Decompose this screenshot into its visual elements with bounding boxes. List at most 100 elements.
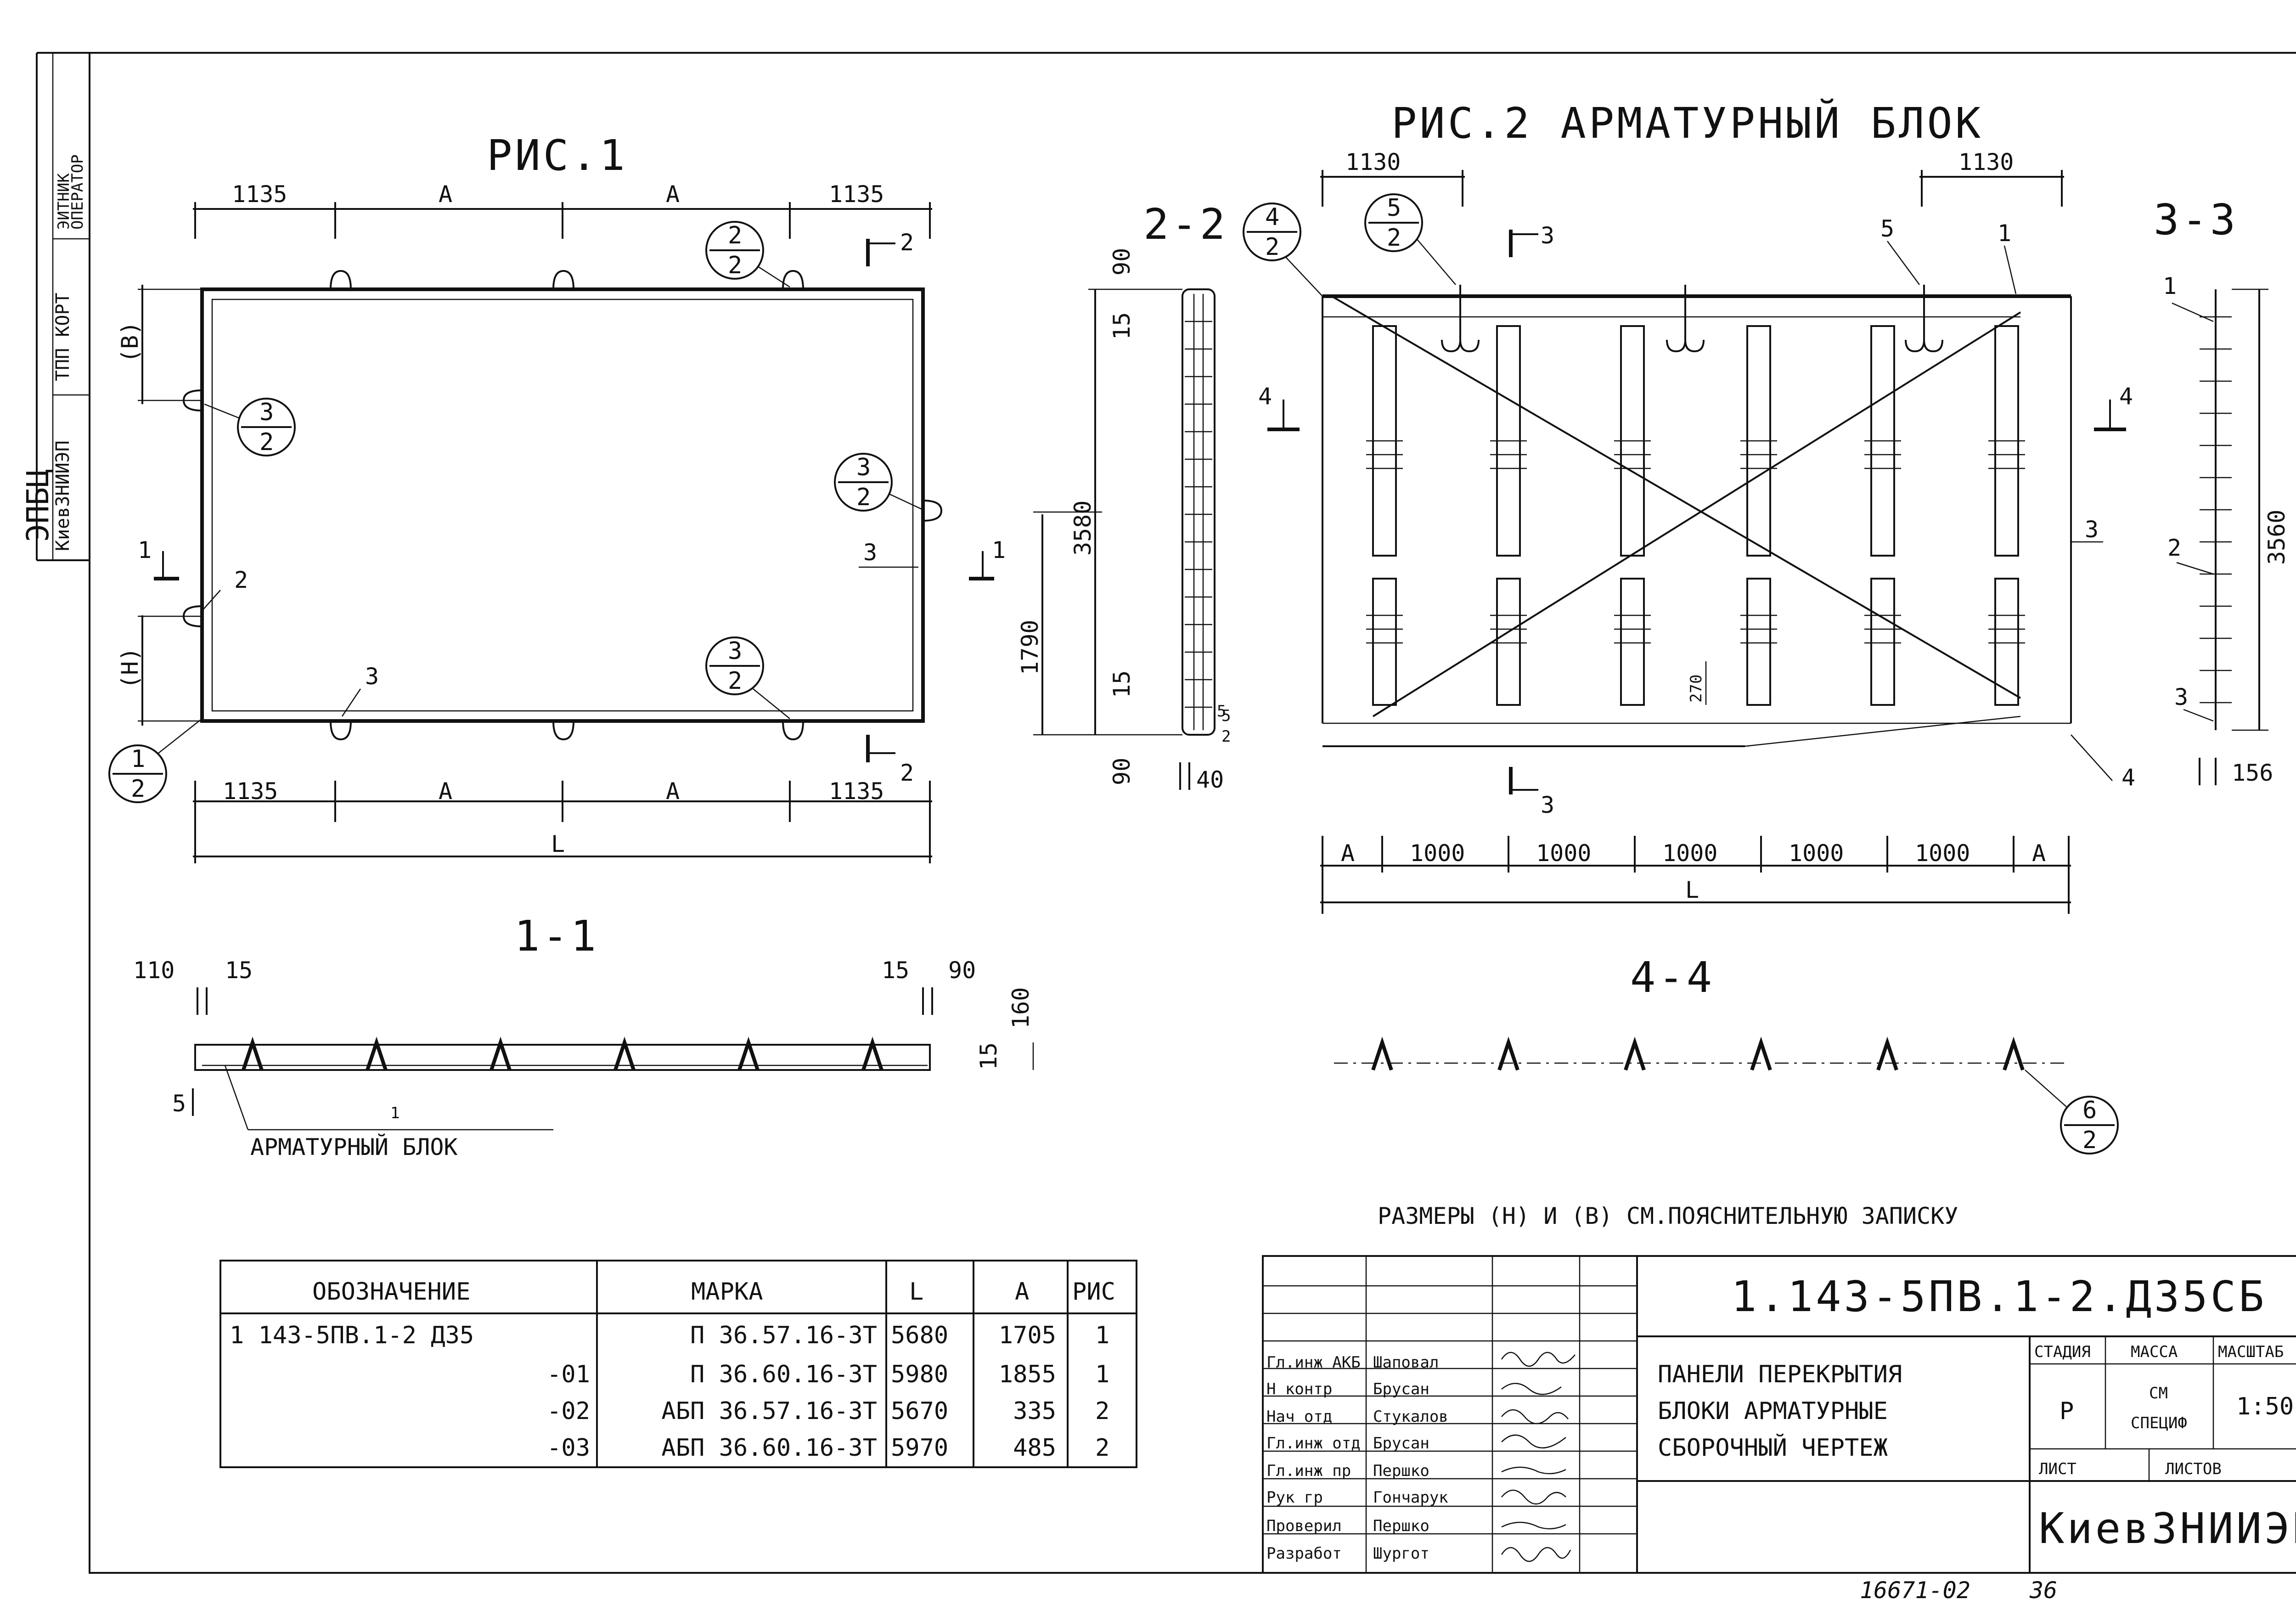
svg-text:1000: 1000 [1915, 840, 1970, 867]
svg-text:1000: 1000 [1536, 840, 1591, 867]
svg-text:3: 3 [1541, 222, 1554, 249]
fig1-bubble-3-2c: 32 [705, 636, 790, 719]
fig1-dim-top-3: A [666, 181, 680, 208]
svg-text:3580: 3580 [1069, 501, 1096, 556]
svg-text:2: 2 [1095, 1397, 1109, 1425]
spec-table: ОБОЗНАЧЕНИЕ МАРКА L A РИС 1 143-5ПВ.1-2 … [219, 1260, 1137, 1468]
footer-page: 36 [2029, 1577, 2057, 1604]
svg-text:Гл.инж пр: Гл.инж пр [1266, 1462, 1351, 1480]
svg-text:1: 1 [131, 745, 145, 773]
fig1-dim-top-4: 1135 [829, 181, 884, 208]
fig2-label-3: 3 [2085, 516, 2099, 543]
svg-text:3: 3 [1541, 792, 1554, 818]
svg-text:5970: 5970 [891, 1434, 948, 1462]
svg-text:2: 2 [1095, 1434, 1109, 1462]
svg-text:Рук гр: Рук гр [1266, 1488, 1323, 1507]
svg-text:Брусан: Брусан [1373, 1434, 1429, 1453]
fig2-label-1: 1 [1998, 220, 2011, 247]
svg-text:Н контр: Н контр [1266, 1380, 1332, 1398]
fig1-label-3a: 3 [365, 663, 379, 690]
dimensions-note: РАЗМЕРЫ (H) И (B) СМ.ПОЯСНИТЕЛЬНУЮ ЗАПИС… [1378, 1203, 1958, 1229]
svg-text:160: 160 [1007, 987, 1034, 1029]
svg-text:СПЕЦИФ: СПЕЦИФ [2131, 1414, 2187, 1432]
svg-text:2: 2 [1221, 727, 1231, 746]
svg-text:2: 2 [728, 252, 742, 279]
fig1-left-dimension: (B) (H) [117, 285, 202, 726]
fig1-bubble-2-2: 22 [705, 221, 790, 288]
sec11-dims: 110 15 15 90 160 15 5 1 АРМАТУРНЫЙ БЛОК [133, 957, 1034, 1160]
table-row: -03 АБП 36.60.16-3Т 5970 485 2 [547, 1434, 1109, 1462]
svg-text:МАСШТАБ: МАСШТАБ [2218, 1343, 2284, 1361]
svg-text:A: A [439, 778, 452, 805]
fig1-panel [182, 270, 943, 741]
svg-text:5: 5 [172, 1090, 186, 1117]
signature-6 [1501, 1489, 1566, 1505]
fig1-label-3b: 3 [863, 539, 877, 566]
svg-text:Стукалов: Стукалов [1373, 1408, 1448, 1426]
fig1-bubble-1-2: 12 [108, 718, 203, 803]
sidebar-org: КиевЗНИИЭП [52, 440, 73, 551]
svg-text:5670: 5670 [891, 1397, 948, 1425]
title-block: 1.143-5ПВ.1-2.Д35СБ ПАНЕЛИ ПЕРЕКРЫТИЯ БЛ… [1262, 1255, 2296, 1574]
spec-header-mark: МАРКА [691, 1278, 763, 1306]
svg-text:1 143-5ПВ.1-2 Д35: 1 143-5ПВ.1-2 Д35 [230, 1322, 474, 1349]
org-name: КиевЗНИИЭП [2039, 1504, 2296, 1553]
spec-header-fig: РИС [1072, 1278, 1115, 1306]
sec33-profile: 3560 156 1 2 3 [2163, 273, 2290, 786]
svg-text:СТАДИЯ: СТАДИЯ [2034, 1343, 2091, 1361]
svg-text:-03: -03 [547, 1434, 590, 1462]
svg-text:6: 6 [2082, 1097, 2097, 1124]
svg-text:5980: 5980 [891, 1361, 948, 1388]
svg-text:335: 335 [1013, 1397, 1056, 1425]
stage-value: Р [2060, 1397, 2074, 1425]
svg-text:1000: 1000 [1662, 840, 1717, 867]
svg-text:4: 4 [1265, 203, 1279, 231]
svg-text:1790: 1790 [1017, 620, 1043, 675]
fig2-bubble-4-2: 42 [1243, 203, 1323, 297]
svg-text:2: 2 [2082, 1126, 2097, 1154]
svg-text:Брусан: Брусан [1373, 1380, 1429, 1398]
scale-value: 1:50 [2236, 1393, 2294, 1420]
spec-header-designation: ОБОЗНАЧЕНИЕ [312, 1278, 470, 1306]
fig2-dim-L: L [1685, 877, 1699, 903]
svg-text:1000: 1000 [1410, 840, 1465, 867]
svg-text:Гл.инж АКБ: Гл.инж АКБ [1266, 1353, 1361, 1372]
fig2-top-dimension: 1130 1130 [1320, 149, 2064, 207]
svg-text:-02: -02 [547, 1397, 590, 1425]
svg-text:2: 2 [259, 428, 274, 456]
svg-text:Гончарук: Гончарук [1373, 1488, 1448, 1507]
svg-text:1855: 1855 [999, 1361, 1056, 1388]
svg-text:15: 15 [225, 957, 253, 984]
svg-text:Першко: Першко [1373, 1517, 1429, 1535]
svg-text:3560: 3560 [2263, 510, 2290, 565]
sec33-title: 3-3 [2154, 195, 2238, 244]
fig1-dim-B: (B) [117, 321, 143, 363]
doc-name-1: ПАНЕЛИ ПЕРЕКРЫТИЯ [1658, 1361, 1902, 1388]
sec11-title: 1-1 [514, 912, 599, 961]
svg-text:ЛИСТОВ: ЛИСТОВ [2165, 1460, 2222, 1478]
doc-name-2: БЛОКИ АРМАТУРНЫЕ [1658, 1397, 1888, 1425]
svg-text:2: 2 [1265, 233, 1279, 261]
svg-text:2: 2 [1387, 224, 1401, 252]
fig2-dim-270: 270 5 2 [1221, 661, 1707, 746]
svg-text:Першко: Першко [1373, 1462, 1429, 1480]
doc-code: 1.143-5ПВ.1-2.Д35СБ [1731, 1272, 2267, 1321]
fig2-label-5: 5 [1880, 215, 1894, 242]
table-row: 1 143-5ПВ.1-2 Д35 П 36.57.16-3Т 5680 170… [230, 1322, 1109, 1349]
fig1-dim-L: L [551, 831, 565, 857]
svg-text:3: 3 [259, 399, 274, 426]
sidebar-checker: ЭИТНИК [55, 173, 73, 230]
svg-text:2: 2 [856, 484, 871, 511]
fig1-dim-top-1: 1135 [232, 181, 287, 208]
svg-text:1705: 1705 [999, 1322, 1056, 1349]
svg-text:2: 2 [2167, 535, 2181, 561]
fig1-cut-markers: 1 1 2 2 [138, 229, 1006, 786]
svg-text:3: 3 [728, 637, 742, 665]
signature-4 [1501, 1434, 1566, 1449]
fig2-armature-block [1322, 285, 2072, 747]
sec11-caption: АРМАТУРНЫЙ БЛОК [250, 1133, 458, 1160]
svg-text:Нач отд: Нач отд [1266, 1408, 1332, 1426]
svg-text:Гл.инж отд: Гл.инж отд [1266, 1434, 1361, 1453]
svg-text:МАССА: МАССА [2131, 1343, 2178, 1361]
